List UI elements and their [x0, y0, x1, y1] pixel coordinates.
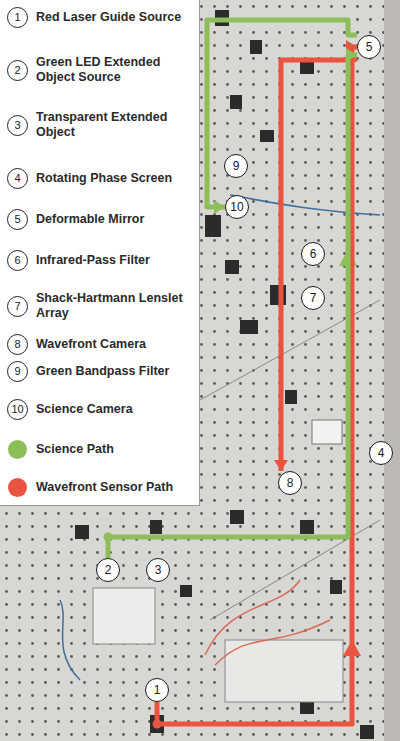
callout-circle: 1 [145, 678, 169, 702]
callout-number: 1 [154, 683, 161, 697]
legend-row: 10 Science Camera [0, 387, 199, 431]
callout-number: 8 [14, 338, 20, 350]
callout-number: 3 [155, 563, 162, 577]
legend-row: 1 Red Laser Guide Source [0, 0, 199, 39]
legend-box: 1 Red Laser Guide Source 2 Green LED Extend… [0, 0, 200, 506]
legend-swatch [8, 478, 27, 497]
legend-row: 3 Transparent Extended Object [0, 103, 199, 147]
callout-circle: 8 [278, 471, 302, 495]
callout-number: 10 [11, 403, 23, 415]
legend-row: 6 Infrared-Pass Filter [0, 238, 199, 282]
legend-number-circle: 8 [7, 334, 28, 355]
legend-swatch [8, 440, 27, 459]
callout-circle: 7 [301, 286, 325, 310]
legend-row: 7 Shack-Hartmann Lenslet Array [0, 284, 199, 328]
callout-number: 9 [14, 365, 20, 377]
arrowhead [274, 460, 288, 471]
arrowhead [214, 200, 225, 214]
callout-circle: 6 [301, 242, 325, 266]
legend-number-circle: 2 [7, 60, 28, 81]
legend-number-circle: 10 [7, 399, 28, 420]
callout-number: 1 [14, 11, 20, 23]
callout-number: 6 [14, 254, 20, 266]
callout-circle: 10 [225, 195, 249, 219]
callout-number: 2 [105, 563, 112, 577]
callout-circle: 5 [357, 35, 381, 59]
legend-number-circle: 7 [7, 296, 28, 317]
legend-number-circle: 1 [7, 7, 28, 28]
legend-text: Wavefront Sensor Path [36, 480, 199, 495]
callout-number: 5 [14, 213, 20, 225]
legend-number-circle: 6 [7, 250, 28, 271]
legend-row: Wavefront Sensor Path [0, 465, 199, 509]
callout-number: 7 [310, 291, 317, 305]
led-source-box [93, 588, 155, 644]
callout-circle: 3 [146, 558, 170, 582]
callout-number: 3 [14, 119, 20, 131]
callout-number: 9 [233, 159, 240, 173]
callout-number: 10 [230, 200, 243, 214]
legend-text: Science Camera [36, 402, 199, 417]
callout-number: 6 [310, 247, 317, 261]
phase-screen-housing [312, 420, 342, 444]
callout-number: 2 [14, 64, 20, 76]
legend-row: 2 Green LED Extended Object Source [0, 48, 199, 92]
legend-row: 9 Green Bandpass Filter [0, 349, 199, 393]
beam-path [207, 20, 357, 207]
callout-number: 7 [14, 300, 20, 312]
legend-number-circle: 3 [7, 115, 28, 136]
callout-circle: 4 [369, 441, 393, 465]
legend-text: Red Laser Guide Source [36, 10, 199, 25]
legend-text: Green LED Extended Object Source [36, 55, 199, 85]
table-edge [384, 0, 400, 741]
legend-text: Infrared-Pass Filter [36, 253, 199, 268]
callout-number: 4 [378, 446, 385, 460]
legend-row: 4 Rotating Phase Screen [0, 156, 199, 200]
legend-number-circle: 4 [7, 168, 28, 189]
legend-number-circle: 5 [7, 209, 28, 230]
legend-text: Deformable Mirror [36, 212, 199, 227]
laser-controller-box [225, 640, 343, 702]
legend-text: Transparent Extended Object [36, 110, 199, 140]
legend-text: Wavefront Camera [36, 337, 199, 352]
legend-text: Rotating Phase Screen [36, 171, 199, 186]
arrowhead [346, 48, 357, 62]
legend-row: Science Path [0, 427, 199, 471]
legend-text: Science Path [36, 442, 199, 457]
legend-number-circle: 9 [7, 361, 28, 382]
callout-number: 4 [14, 172, 20, 184]
callout-number: 8 [287, 476, 294, 490]
legend-row: 5 Deformable Mirror [0, 197, 199, 241]
legend-row: 8 Wavefront Camera [0, 322, 199, 366]
callout-circle: 9 [224, 154, 248, 178]
callout-number: 5 [366, 40, 373, 54]
cables [205, 580, 330, 665]
legend-text: Shack-Hartmann Lenslet Array [36, 291, 199, 321]
callout-circle: 2 [96, 558, 120, 582]
legend-text: Green Bandpass Filter [36, 364, 199, 379]
